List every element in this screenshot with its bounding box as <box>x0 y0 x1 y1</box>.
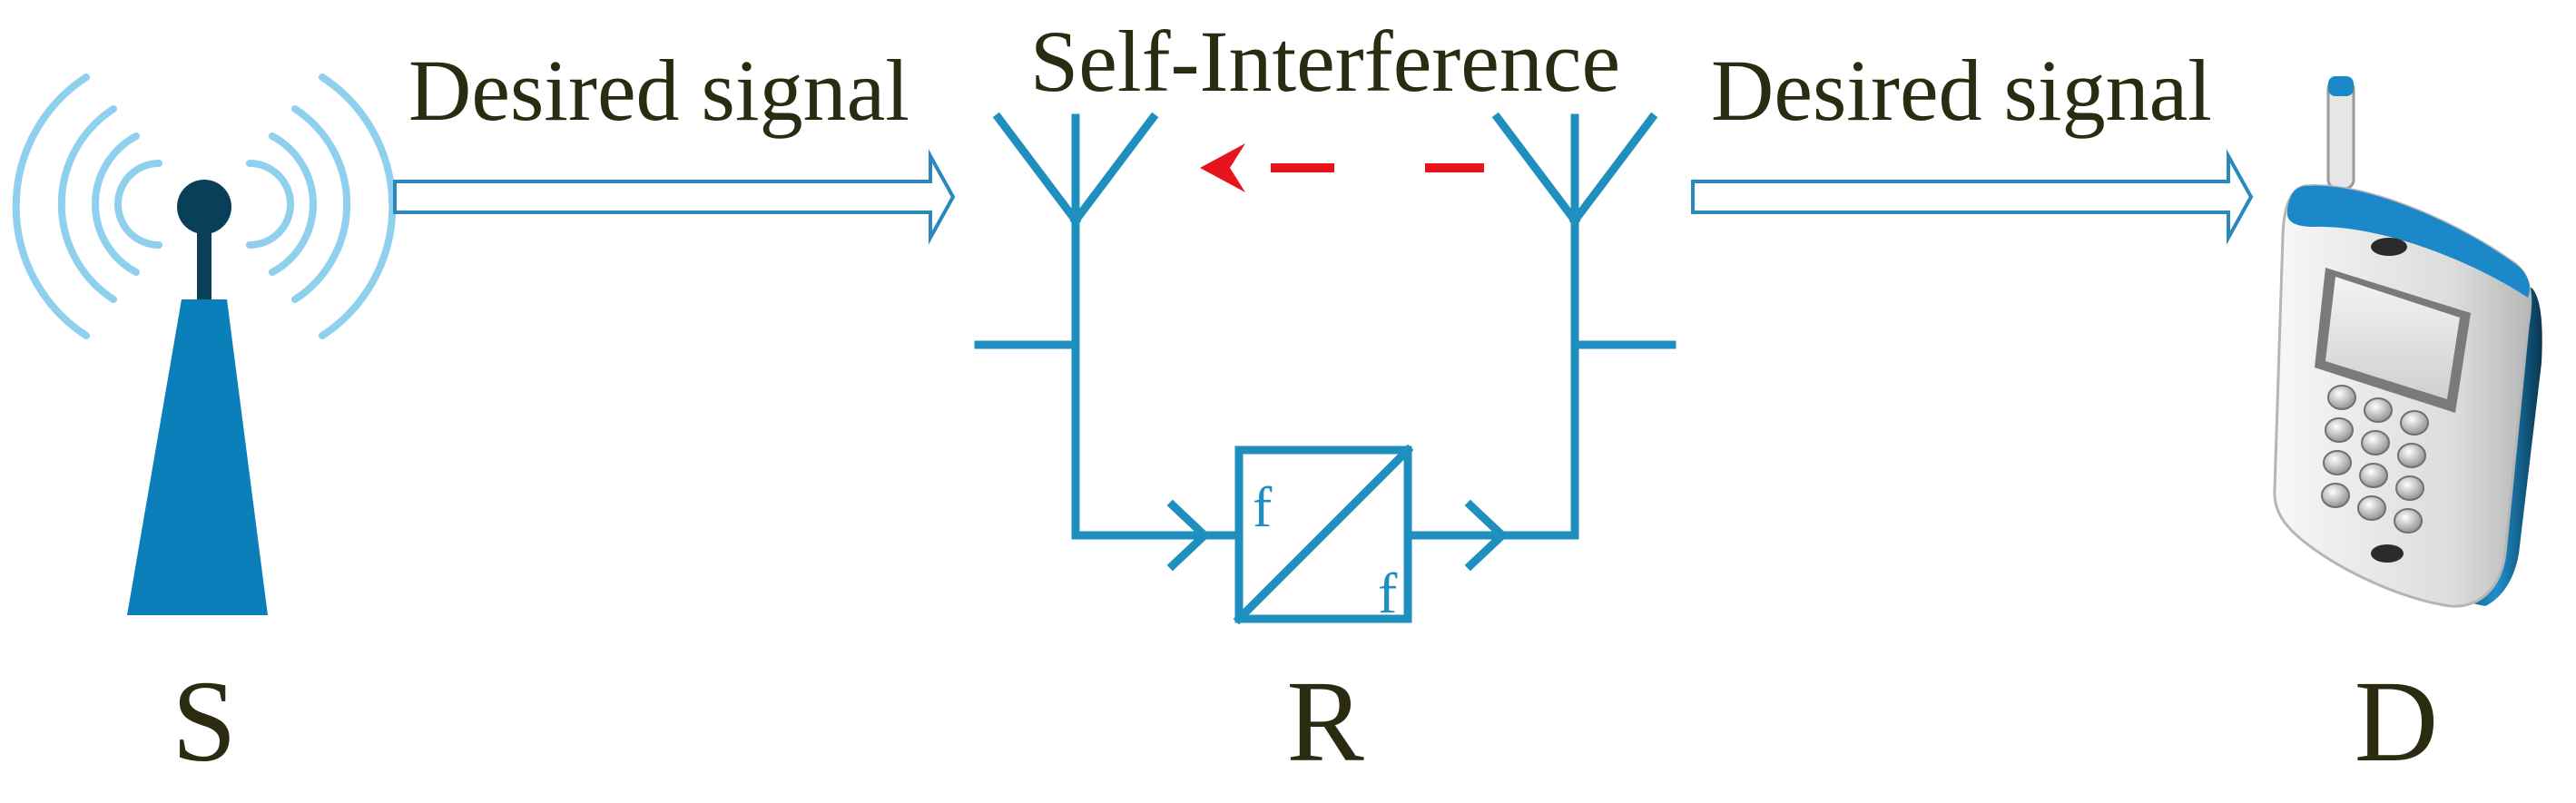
flow-chevron-icon <box>1464 499 1509 572</box>
flow-chevron-icon <box>1166 499 1211 572</box>
antenna-icon <box>1491 112 1676 540</box>
filter-output-frequency: f <box>1378 561 1398 625</box>
desired-signal-left-label: Desired signal <box>408 42 909 139</box>
mobile-phone-icon <box>2273 76 2542 608</box>
desired-signal-left-arrow <box>393 149 956 245</box>
filter-input-frequency: f <box>1253 475 1273 539</box>
arrowhead-left-icon <box>1200 143 1245 192</box>
desired-signal-right-arrow <box>1691 149 2254 245</box>
node-label-d: D <box>2355 657 2438 786</box>
node-label-s: S <box>172 657 236 786</box>
antenna-icon <box>974 112 1159 540</box>
self-interference-arrow <box>1200 143 1484 192</box>
relay-node <box>974 112 1676 625</box>
frequency-filter-icon <box>1233 444 1414 625</box>
base-station-tower-icon <box>12 73 397 615</box>
self-interference-label: Self-Interference <box>1030 13 1620 110</box>
radio-waves-icon <box>12 73 397 339</box>
keypad-icon <box>2321 385 2429 534</box>
node-label-r: R <box>1286 657 1364 786</box>
desired-signal-right-label: Desired signal <box>1711 42 2212 139</box>
